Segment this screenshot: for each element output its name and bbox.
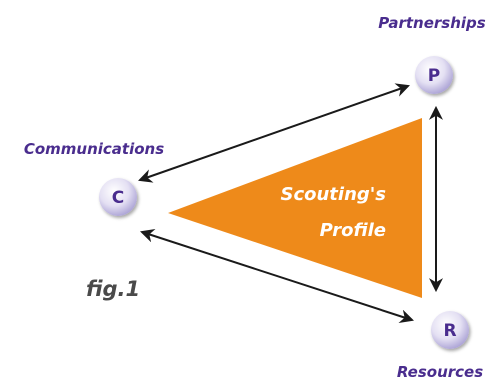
communications-circle [99,178,137,216]
communications-node: C [99,178,137,216]
resources-circle [431,311,469,349]
center-title-line1: Scouting's [280,184,386,205]
center-title-line2: Profile [320,220,386,241]
communications-label: Communications [24,140,164,158]
partnerships-label: Partnerships [378,14,485,32]
communications-letter: C [112,188,124,208]
partnerships-circle [415,56,453,94]
partnerships-node: P [415,56,453,94]
arrow-communications-partnerships [138,83,410,183]
profile-triangle [168,118,422,298]
arrow-communications-resources [140,229,414,323]
figure-label: fig.1 [86,277,140,301]
resources-label: Resources [397,363,483,381]
partnerships-letter: P [428,66,440,86]
resources-letter: R [443,321,456,341]
resources-node: R [431,311,469,349]
